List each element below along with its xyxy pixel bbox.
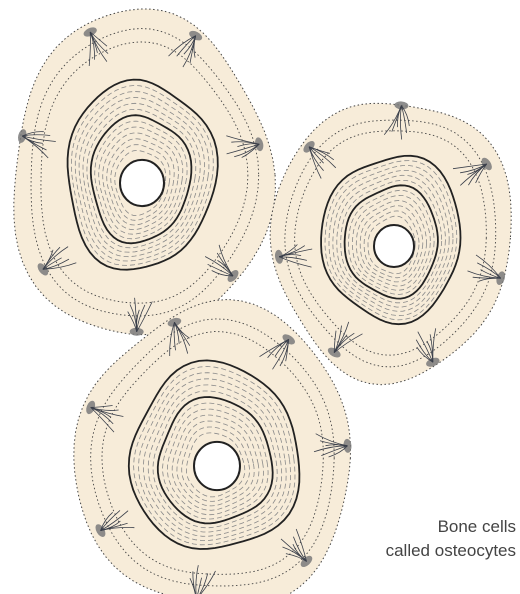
osteon-top-left: [14, 9, 276, 336]
osteon-bottom: [74, 300, 352, 594]
caption-line-2: called osteocytes: [386, 539, 516, 563]
central-canal: [194, 442, 240, 490]
caption-line-1: Bone cells: [386, 515, 516, 539]
central-canal: [374, 225, 414, 267]
central-canal: [120, 160, 164, 206]
caption: Bone cells called osteocytes: [386, 515, 516, 563]
osteon-right: [270, 101, 511, 385]
